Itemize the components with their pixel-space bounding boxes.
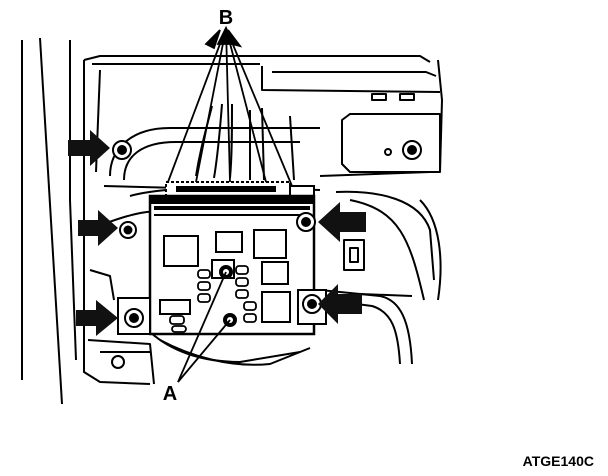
bolt-icon	[301, 217, 311, 227]
bolt-icon	[307, 299, 317, 309]
relays	[159, 229, 291, 323]
arrow-right-icon	[68, 130, 110, 166]
bolt-icon	[123, 225, 133, 235]
bolt-icon	[407, 145, 417, 155]
terminal-row	[154, 206, 310, 216]
callout-b-leaders	[167, 25, 293, 187]
callout-a-label: A	[163, 383, 177, 405]
arrow-right-icon	[76, 300, 118, 336]
figure-id: ATGE140C	[523, 453, 594, 469]
vehicle-panel-structure	[21, 37, 443, 405]
fuse-relay-box	[148, 194, 316, 336]
arrow-left-icon	[318, 284, 362, 324]
mounting-nuts	[112, 140, 327, 335]
bolt-icon	[117, 145, 127, 155]
callout-b-label: B	[219, 7, 233, 29]
structure-bolts	[111, 140, 422, 369]
mount-arrows	[68, 130, 366, 336]
fuse-bank	[169, 265, 257, 333]
bolt-icon	[111, 355, 125, 369]
arrow-right-icon	[78, 210, 118, 246]
arrow-left-icon	[318, 202, 366, 242]
callout-a-leaders	[177, 271, 231, 383]
bolt-icon	[129, 313, 139, 323]
